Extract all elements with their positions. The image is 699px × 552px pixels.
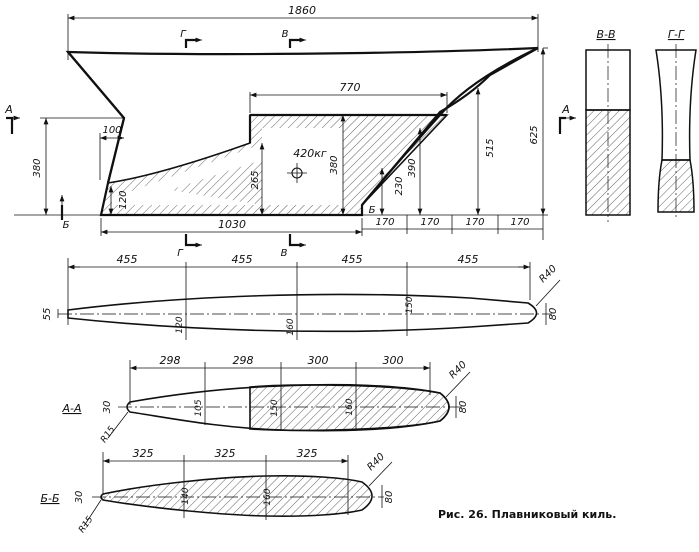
aa-dim-298-1: 298 <box>160 354 181 367</box>
dim-170-d: 170 <box>510 217 529 228</box>
aa-nose-radius: R40 <box>447 359 469 381</box>
dim-170-c: 170 <box>465 217 484 228</box>
aa-dim-300-1: 300 <box>308 354 329 367</box>
bb-nose-width: 80 <box>384 491 395 504</box>
dim-380-center: 380 <box>329 155 340 174</box>
dim-625: 625 <box>529 125 540 144</box>
section-bb: 325 325 325 Б-Б 30 140 160 R40 80 R15 <box>40 447 395 535</box>
plan-w-160: 160 <box>286 318 296 335</box>
dim-230: 230 <box>394 176 405 195</box>
dim-100: 100 <box>102 125 121 136</box>
aa-tail-radius: R15 <box>99 425 118 445</box>
aa-label: А-А <box>61 402 81 415</box>
dim-380-left: 380 <box>32 158 43 177</box>
aa-ballast <box>249 384 450 432</box>
dim-390: 390 <box>407 158 418 177</box>
aa-w-150: 150 <box>270 399 280 416</box>
plan-w-150: 150 <box>405 296 415 313</box>
plan-w-120: 120 <box>175 316 185 333</box>
bb-tail-radius: R15 <box>77 515 96 535</box>
aa-dim-300-2: 300 <box>383 354 404 367</box>
dim-170-b: 170 <box>420 217 439 228</box>
dim-1860: 1860 <box>288 4 316 17</box>
plan-dim-455-1: 455 <box>117 253 138 266</box>
section-g-top: Г <box>180 29 187 40</box>
section-aa: 298 298 300 300 А-А 30 105 150 160 R40 8… <box>61 354 471 445</box>
dim-265: 265 <box>250 170 261 189</box>
bb-outline <box>100 475 373 517</box>
section-a-left: А <box>4 103 13 116</box>
weight-label: 420кг <box>293 147 327 160</box>
section-gg-label: Г-Г <box>668 28 685 41</box>
dim-1030: 1030 <box>218 218 246 231</box>
section-vv: В-В <box>585 28 631 222</box>
dim-770: 770 <box>340 81 361 94</box>
bb-label: Б-Б <box>40 492 59 505</box>
aa-tip-30: 30 <box>102 401 113 414</box>
bb-dim-325-1: 325 <box>133 447 154 460</box>
section-v-top: В <box>282 29 289 40</box>
bb-nose-radius: R40 <box>365 451 387 473</box>
plan-dim-455-2: 455 <box>232 253 253 266</box>
dim-515: 515 <box>485 138 496 157</box>
plan-tip-55: 55 <box>42 308 53 321</box>
side-view: 1860 770 100 380 120 265 <box>4 4 576 259</box>
section-b-right: Б <box>369 205 376 216</box>
section-v-bottom: В <box>281 248 288 259</box>
aa-w-160: 160 <box>345 398 355 415</box>
plan-view: 455 455 455 455 55 120 160 150 R40 80 <box>42 253 561 340</box>
section-g-bottom: Г <box>177 248 184 259</box>
aa-dim-298-2: 298 <box>233 354 254 367</box>
aa-nose-width: 80 <box>458 401 469 414</box>
section-vv-label: В-В <box>596 28 615 41</box>
plan-dim-455-4: 455 <box>458 253 479 266</box>
section-gg: Г-Г <box>655 28 697 220</box>
dim-120: 120 <box>118 190 129 209</box>
plan-dim-455-3: 455 <box>342 253 363 266</box>
bb-w-160: 160 <box>263 488 273 505</box>
plan-outline <box>67 293 538 333</box>
plan-nose-width: 80 <box>548 308 559 321</box>
section-a-right: А <box>561 103 570 116</box>
figure-caption: Рис. 26. Плавниковый киль. <box>438 508 616 521</box>
bb-tip-30: 30 <box>74 491 85 504</box>
bb-dim-325-3: 325 <box>297 447 318 460</box>
aa-w-105: 105 <box>194 399 204 416</box>
bb-dim-325-2: 325 <box>215 447 236 460</box>
plan-nose-radius: R40 <box>537 263 559 285</box>
bb-w-140: 140 <box>181 487 191 504</box>
dim-170-a: 170 <box>375 217 394 228</box>
section-b-left: Б <box>63 220 70 231</box>
fin-upper-hull <box>65 46 539 217</box>
